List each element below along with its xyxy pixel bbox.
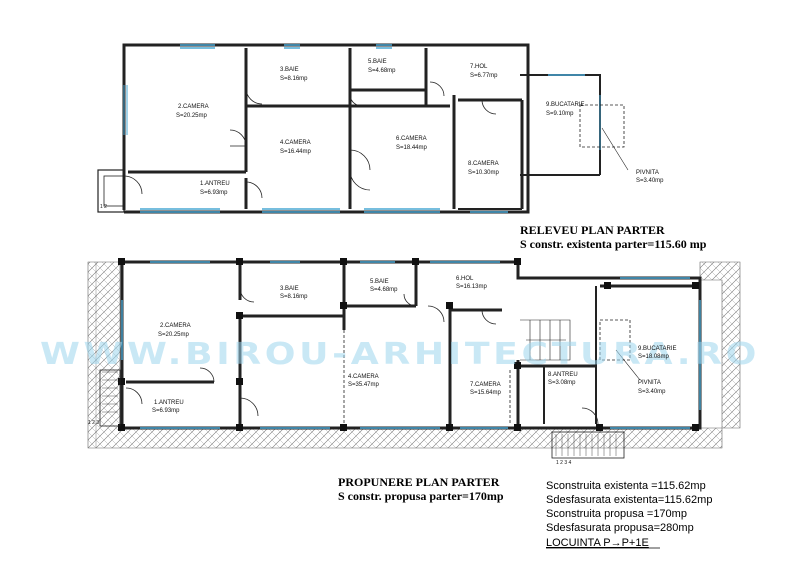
proposed-columns — [118, 258, 699, 431]
existing-room-labels: 2.CAMERA S=20.25mp 3.BAIE S=8.16mp 5.BAI… — [100, 59, 664, 210]
proposed-room-6-name: 6.HOL — [456, 276, 474, 282]
proposed-room-2-name: 2.CAMERA — [160, 323, 191, 329]
existing-pivnita-name: PIVNITA — [636, 170, 659, 176]
building-type: LOCUINTA P→P+1E — [546, 537, 649, 549]
existing-room-1-name: 1.ANTREU — [200, 181, 230, 187]
proposed-room-6-area: S=16.13mp — [456, 284, 488, 290]
existing-room-6-area: S=18.44mp — [396, 145, 428, 151]
existing-room-5-area: S=4.68mp — [368, 68, 396, 74]
stat-sconstruita-existenta: Sconstruita existenta =115.62mp — [546, 480, 706, 492]
proposed-room-8-area: S=3.08mp — [548, 380, 576, 386]
existing-room-7-area: S=6.77mp — [470, 73, 498, 79]
proposed-room-9-name: 9.BUCATARIE — [638, 346, 676, 352]
existing-plan-title: RELEVEU PLAN PARTER — [520, 223, 665, 237]
existing-room-8-area: S=10.30mp — [468, 170, 500, 176]
proposed-room-3-name: 3.BAIE — [280, 286, 299, 292]
existing-room-7-name: 7.HOL — [470, 64, 488, 70]
proposed-room-1-area: S=6.93mp — [152, 408, 180, 414]
existing-room-9-area: S=9.10mp — [546, 111, 574, 117]
proposed-room-labels: 2.CAMERA S=20.25mp 3.BAIE S=8.16mp 5.BAI… — [88, 276, 676, 466]
existing-room-8-name: 8.CAMERA — [468, 161, 499, 167]
existing-room-2-area: S=20.25mp — [176, 113, 208, 119]
proposed-windows — [121, 261, 701, 429]
proposed-room-5-area: S=4.68mp — [370, 287, 398, 293]
proposed-plan-subtitle: S constr. propusa parter=170mp — [338, 489, 504, 503]
existing-room-2-name: 2.CAMERA — [178, 104, 209, 110]
proposed-room-8-name: 8.ANTREU — [548, 372, 578, 378]
existing-doors — [123, 81, 629, 199]
proposed-step-label-left: 1 2 3 — [88, 420, 99, 426]
proposed-room-4-name: 4.CAMERA — [348, 374, 379, 380]
proposed-pivnita-name: PIVNITA — [638, 380, 661, 386]
existing-pivnita-area: S=3.40mp — [636, 178, 664, 184]
proposed-room-3-area: S=8.16mp — [280, 294, 308, 300]
proposed-pivnita-area: S=3.40mp — [638, 389, 666, 395]
proposed-room-5-name: 5.BAIE — [370, 279, 389, 285]
existing-step-label: 1 2 — [100, 204, 107, 210]
proposed-room-7-name: 7.CAMERA — [470, 382, 501, 388]
proposed-doors — [99, 287, 641, 459]
existing-room-4-name: 4.CAMERA — [280, 140, 311, 146]
stat-sdesfasurata-propusa: Sdesfasurata propusa=280mp — [546, 522, 694, 534]
proposed-room-1-name: 1.ANTREU — [154, 400, 184, 406]
proposed-room-4-area: S=35.47mp — [348, 382, 380, 388]
watermark-text: WWW.BIROU-ARHITECTURA.RO — [40, 337, 760, 372]
existing-room-6-name: 6.CAMERA — [396, 136, 427, 142]
existing-plan-subtitle: S constr. existenta parter=115.60 mp — [520, 237, 707, 251]
existing-outer-wall — [122, 43, 530, 210]
proposed-room-9-area: S=18.08mp — [638, 354, 670, 360]
area-stats: Sconstruita existenta =115.62mp Sdesfasu… — [546, 480, 712, 549]
existing-room-3-area: S=8.16mp — [280, 76, 308, 82]
stat-sdesfasurata-existenta: Sdesfasurata existenta=115.62mp — [546, 494, 712, 506]
proposed-plan-title: PROPUNERE PLAN PARTER — [338, 475, 500, 489]
existing-room-9-name: 9.BUCATARIE — [546, 102, 584, 108]
existing-plan — [97, 43, 601, 214]
existing-room-3-name: 3.BAIE — [280, 67, 299, 73]
existing-windows — [123, 44, 601, 213]
stat-sconstruita-propusa: Sconstruita propusa =170mp — [546, 508, 687, 520]
proposed-room-7-area: S=15.64mp — [470, 390, 502, 396]
existing-room-5-name: 5.BAIE — [368, 59, 387, 65]
proposed-step-label-bottom: 1 2 3 4 — [556, 460, 572, 466]
proposed-room-2-area: S=20.25mp — [158, 332, 190, 338]
existing-room-1-area: S=6.93mp — [200, 190, 228, 196]
existing-room-4-area: S=16.44mp — [280, 149, 312, 155]
